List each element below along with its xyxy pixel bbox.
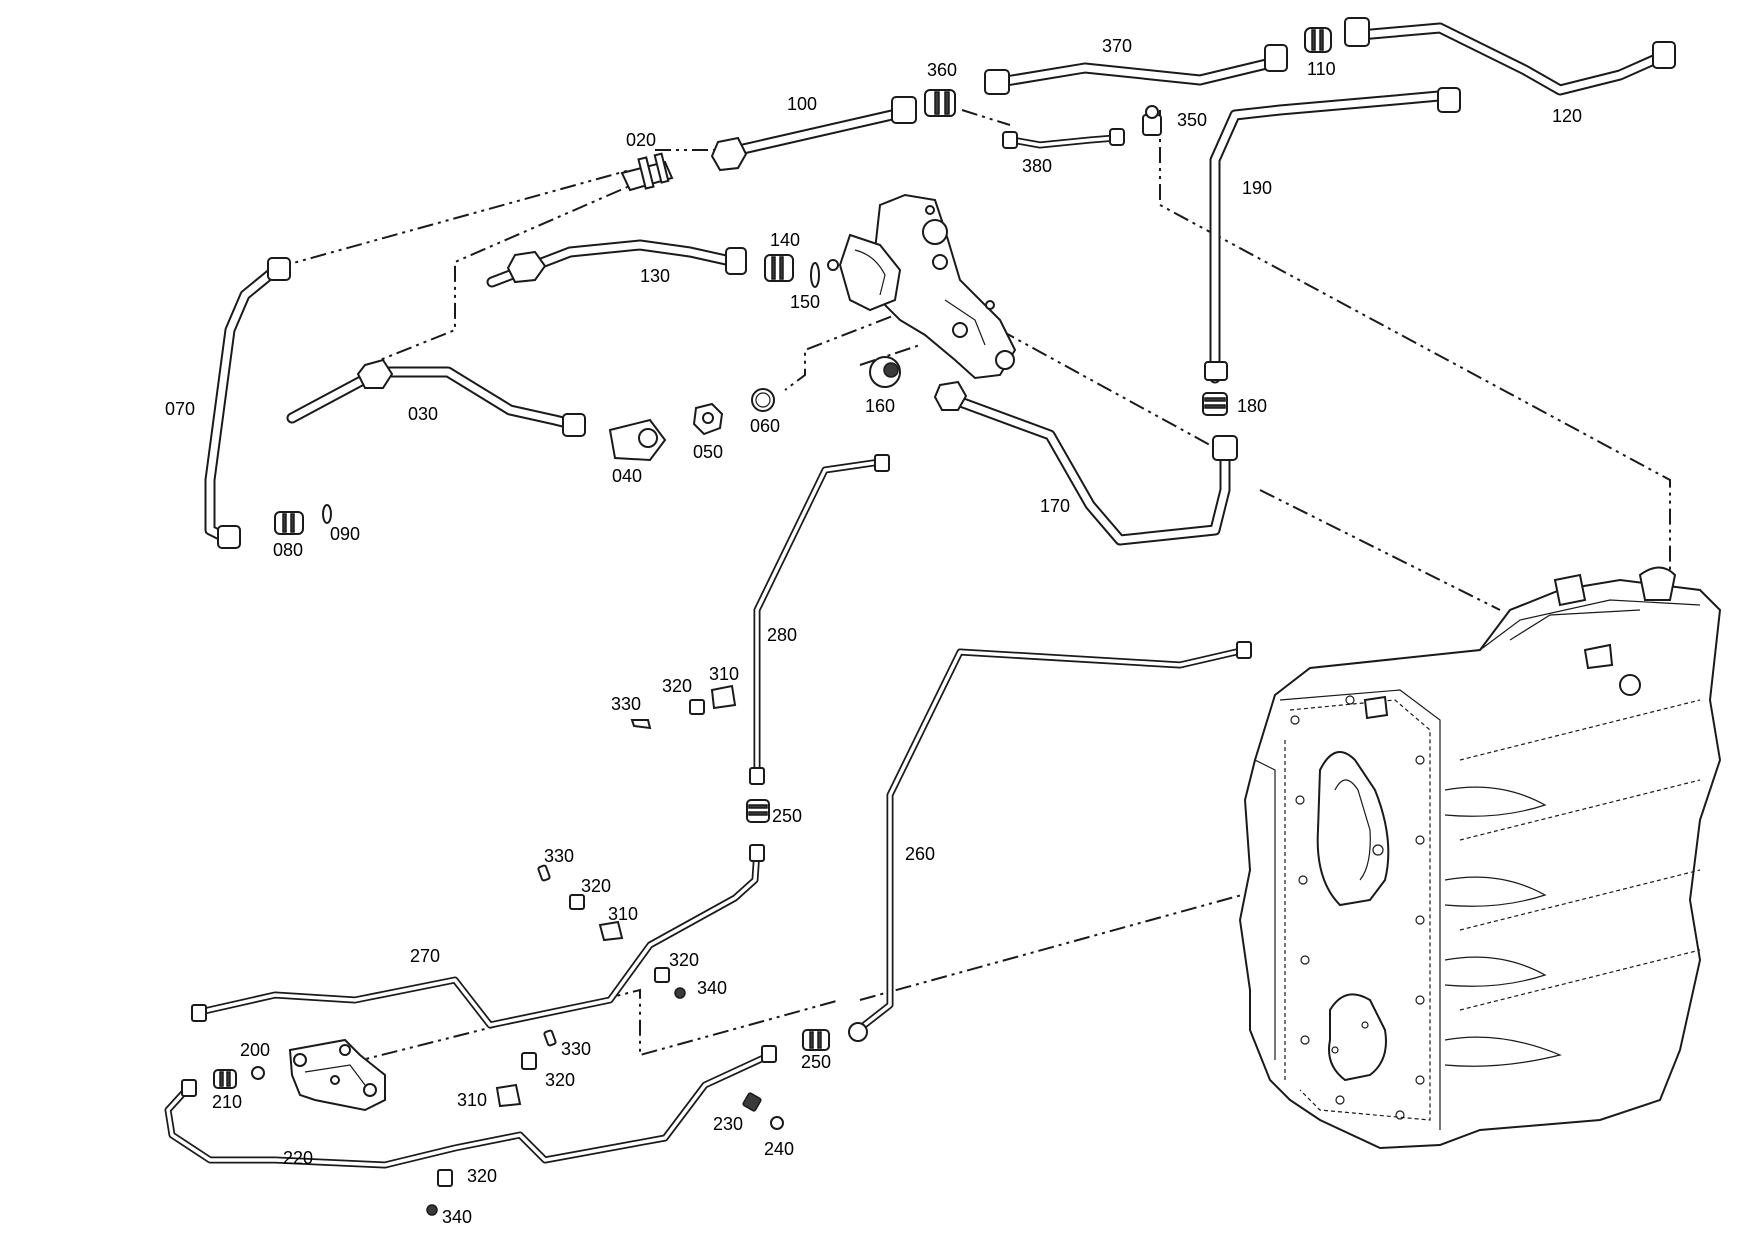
fitting-210 xyxy=(213,1069,237,1089)
callout-120: 120 xyxy=(1552,106,1582,126)
callout-350: 350 xyxy=(1177,110,1207,130)
pipe-120 xyxy=(1344,17,1676,96)
callout-260: 260 xyxy=(905,844,935,864)
callout-320-upper: 320 xyxy=(662,676,692,696)
valve-body xyxy=(288,1038,386,1112)
callout-340-lower: 340 xyxy=(442,1207,472,1227)
pipe-070 xyxy=(204,257,291,549)
tube-220 xyxy=(164,1045,777,1169)
seal-150 xyxy=(810,262,820,288)
fitting-360 xyxy=(924,89,956,117)
tube-270 xyxy=(191,844,765,1029)
callout-250-lower: 250 xyxy=(801,1052,831,1072)
pipe-190 xyxy=(1204,87,1461,384)
callout-310-lower: 310 xyxy=(457,1090,487,1110)
clip-set-mid xyxy=(537,864,686,999)
housing-bolts xyxy=(1290,695,1425,1120)
callout-150: 150 xyxy=(790,292,820,312)
part-callouts: 020 030 040 050 060 070 080 090 100 110 … xyxy=(165,36,1582,1227)
tube-260 xyxy=(848,641,1252,1042)
fitting-180 xyxy=(1202,392,1228,416)
fitting-350 xyxy=(1142,105,1162,136)
fitting-250-upper xyxy=(746,799,770,823)
fitting-110 xyxy=(1304,27,1332,53)
callout-160: 160 xyxy=(865,396,895,416)
fitting-080 xyxy=(274,511,304,535)
callout-330-mid: 330 xyxy=(544,846,574,866)
assembly-center-lines xyxy=(274,109,1671,1074)
callout-320-mid2: 320 xyxy=(669,950,699,970)
pipe-130 xyxy=(486,239,747,288)
callout-340-mid: 340 xyxy=(697,978,727,998)
pipe-370 xyxy=(984,44,1288,95)
callout-330-upper: 330 xyxy=(611,694,641,714)
callout-020: 020 xyxy=(626,130,656,150)
callout-380: 380 xyxy=(1022,156,1052,176)
callout-320-mid1: 320 xyxy=(581,876,611,896)
callout-370: 370 xyxy=(1102,36,1132,56)
valve-block xyxy=(827,193,1017,380)
pipe-170 xyxy=(933,380,1238,546)
callout-170: 170 xyxy=(1040,496,1070,516)
callout-360: 360 xyxy=(927,60,957,80)
callout-190: 190 xyxy=(1242,178,1272,198)
fitting-020 xyxy=(620,152,674,192)
callout-100: 100 xyxy=(787,94,817,114)
callout-310-upper: 310 xyxy=(709,664,739,684)
seal-090 xyxy=(322,504,332,524)
transmission-housing xyxy=(1238,566,1722,1150)
callout-040: 040 xyxy=(612,466,642,486)
callout-330-lower: 330 xyxy=(561,1039,591,1059)
pipe-380 xyxy=(1002,128,1125,149)
callout-050: 050 xyxy=(693,442,723,462)
callout-320-lower2: 320 xyxy=(467,1166,497,1186)
fitting-050 xyxy=(692,402,724,436)
callout-180: 180 xyxy=(1237,396,1267,416)
tube-280 xyxy=(749,454,890,785)
pipe-030 xyxy=(286,358,586,437)
clip-set-upper xyxy=(630,684,737,730)
callout-250-upper: 250 xyxy=(772,806,802,826)
callout-220: 220 xyxy=(283,1148,313,1168)
fitting-040 xyxy=(608,418,667,462)
callout-110: 110 xyxy=(1307,59,1336,79)
callout-270: 270 xyxy=(410,946,440,966)
callout-320-lower1: 320 xyxy=(545,1070,575,1090)
callout-090: 090 xyxy=(330,524,360,544)
callout-230: 230 xyxy=(713,1114,743,1134)
callout-140: 140 xyxy=(770,230,800,250)
fitting-250-lower xyxy=(802,1029,830,1051)
plug-230 xyxy=(742,1092,762,1112)
seal-060 xyxy=(751,388,775,412)
clip-set-lower xyxy=(426,1029,557,1216)
callout-240: 240 xyxy=(764,1139,794,1159)
fitting-140 xyxy=(764,254,794,282)
callout-200: 200 xyxy=(240,1040,270,1060)
plug-240 xyxy=(770,1116,784,1130)
callout-080: 080 xyxy=(273,540,303,560)
callout-070: 070 xyxy=(165,399,195,419)
callout-310-mid: 310 xyxy=(608,904,638,924)
callout-060: 060 xyxy=(750,416,780,436)
callout-130: 130 xyxy=(640,266,670,286)
callout-280: 280 xyxy=(767,625,797,645)
callout-030: 030 xyxy=(408,404,438,424)
fitting-160 xyxy=(869,356,901,388)
callout-210: 210 xyxy=(212,1092,242,1112)
pipe-100 xyxy=(710,96,917,172)
seal-200 xyxy=(251,1066,265,1080)
